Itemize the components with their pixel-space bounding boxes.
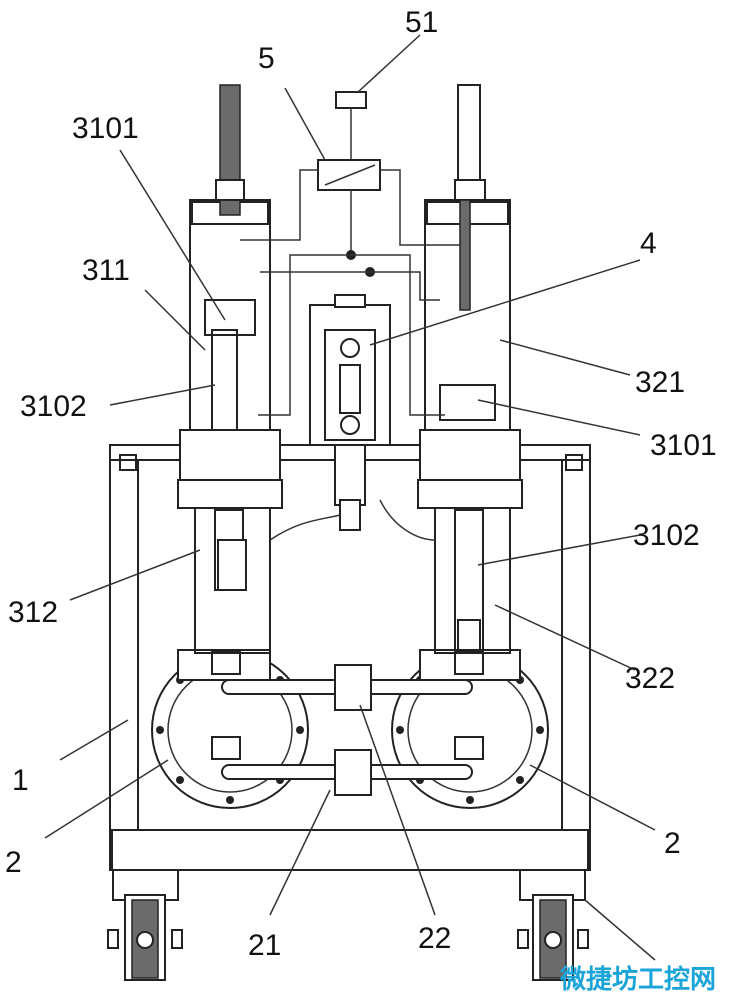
caster-right (517, 869, 589, 981)
pump-head-left (177, 649, 271, 681)
label-3102-left: 3102 (20, 390, 87, 423)
watermark: 微捷坊工控网 (559, 964, 716, 995)
label-322: 322 (625, 662, 675, 695)
pipe-lower (211, 736, 484, 796)
label-2-left: 2 (5, 846, 22, 879)
pipe-upper (211, 651, 484, 711)
label-2-right: 2 (664, 827, 681, 860)
label-21: 21 (248, 929, 281, 962)
hose-left (269, 514, 341, 541)
label-1: 1 (12, 764, 29, 797)
pump-head-right (419, 649, 521, 681)
leader-lines (44, 34, 656, 961)
valve-assembly (240, 91, 460, 416)
label-311: 311 (82, 254, 130, 287)
label-51: 51 (405, 6, 438, 39)
label-3101-left: 3101 (72, 112, 139, 145)
caster-left (107, 869, 183, 981)
label-3102-right: 3102 (633, 519, 700, 552)
control-box (309, 294, 391, 531)
label-321: 321 (635, 366, 685, 399)
cylinder-left (177, 84, 283, 654)
hose-right (379, 499, 436, 541)
label-5: 5 (258, 42, 275, 75)
label-22: 22 (418, 922, 451, 955)
label-4: 4 (640, 227, 657, 260)
cylinder-right (417, 84, 523, 654)
label-312: 312 (8, 596, 58, 629)
label-3101-right: 3101 (650, 429, 717, 462)
